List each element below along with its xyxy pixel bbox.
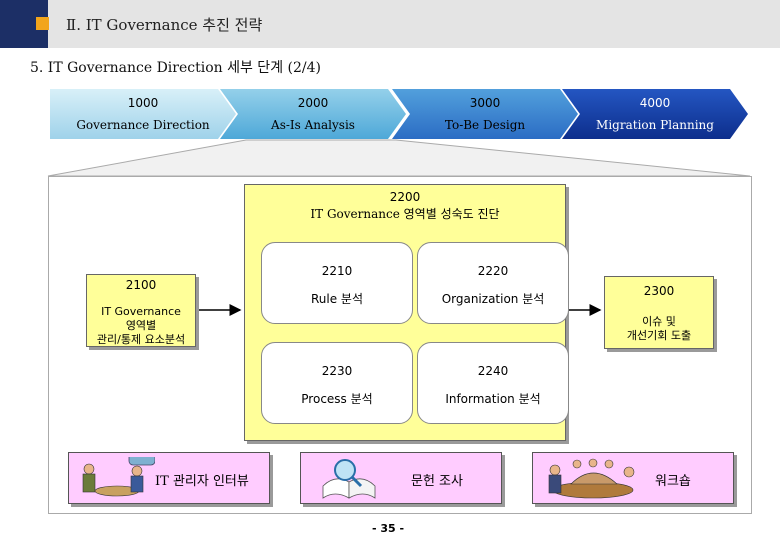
method-label: 워크숍 xyxy=(655,474,691,489)
item-label: Organization 분석 xyxy=(441,292,545,306)
method-label: 문헌 조사 xyxy=(411,474,463,489)
phase-name: As-Is Analysis xyxy=(271,118,355,132)
phase-name: To-Be Design xyxy=(444,118,526,132)
phase-code: 4000 xyxy=(639,96,671,110)
header-bar xyxy=(0,0,780,48)
method-workshop: 워크숍 xyxy=(532,452,734,504)
item-label: Rule 분석 xyxy=(310,292,364,306)
item-code: 2240 xyxy=(477,364,509,378)
phase-code: 3000 xyxy=(469,96,501,110)
item-code: 2220 xyxy=(477,264,509,278)
item-label: Information 분석 xyxy=(445,392,541,406)
document-search-icon xyxy=(322,459,376,499)
phase-code: 1000 xyxy=(127,96,159,110)
box-line: 이슈 및 xyxy=(642,315,676,328)
header-accent-square xyxy=(36,17,49,30)
workshop-meeting-icon xyxy=(548,458,635,499)
box-2300-issues: 2300 이슈 및 개선기회 도출 xyxy=(604,276,714,349)
phase-chevron-2000: 2000 As-Is Analysis xyxy=(220,89,406,139)
page-title: Ⅱ. IT Governance 추진 전략 xyxy=(66,16,263,34)
box-line: IT Governance xyxy=(101,305,181,318)
box-title: IT Governance 영역별 성숙도 진단 xyxy=(310,207,500,221)
box-2240-information: 2240 Information 분석 xyxy=(417,342,569,424)
box-code: 2300 xyxy=(643,284,675,298)
phase-code: 2000 xyxy=(297,96,329,110)
box-2220-organization: 2220 Organization 분석 xyxy=(417,242,569,324)
method-interview: IT 관리자 인터뷰 xyxy=(68,452,270,504)
phase-chevron-1000: 1000 Governance Direction xyxy=(50,89,236,139)
item-code: 2230 xyxy=(321,364,353,378)
phase-name: Governance Direction xyxy=(76,118,210,132)
box-2210-rule: 2210 Rule 분석 xyxy=(261,242,413,324)
box-code: 2200 xyxy=(389,190,421,204)
box-line: 관리/통제 요소분석 xyxy=(96,333,186,346)
method-literature: 문헌 조사 xyxy=(300,452,502,504)
item-code: 2210 xyxy=(321,264,353,278)
phase-chevron-4000: 4000 Migration Planning xyxy=(562,89,748,139)
item-label: Process 분석 xyxy=(301,392,373,406)
page-number: - 35 - xyxy=(372,522,405,535)
callout-shape xyxy=(47,139,751,177)
box-2230-process: 2230 Process 분석 xyxy=(261,342,413,424)
box-code: 2100 xyxy=(125,278,157,292)
box-2100-control-analysis: 2100 IT Governance 영역별 관리/통제 요소분석 xyxy=(86,274,196,347)
box-2200-maturity-diagnosis: 2200 IT Governance 영역별 성숙도 진단 2210 Rule … xyxy=(244,184,569,441)
phase-name: Migration Planning xyxy=(596,118,714,132)
box-line: 개선기회 도출 xyxy=(626,329,692,342)
section-subtitle: 5. IT Governance Direction 세부 단계 (2/4) xyxy=(30,60,321,76)
box-line: 영역별 xyxy=(125,319,157,332)
interview-people-icon xyxy=(82,457,155,497)
phase-chevron-3000: 3000 To-Be Design xyxy=(392,89,578,139)
method-label: IT 관리자 인터뷰 xyxy=(155,474,249,489)
